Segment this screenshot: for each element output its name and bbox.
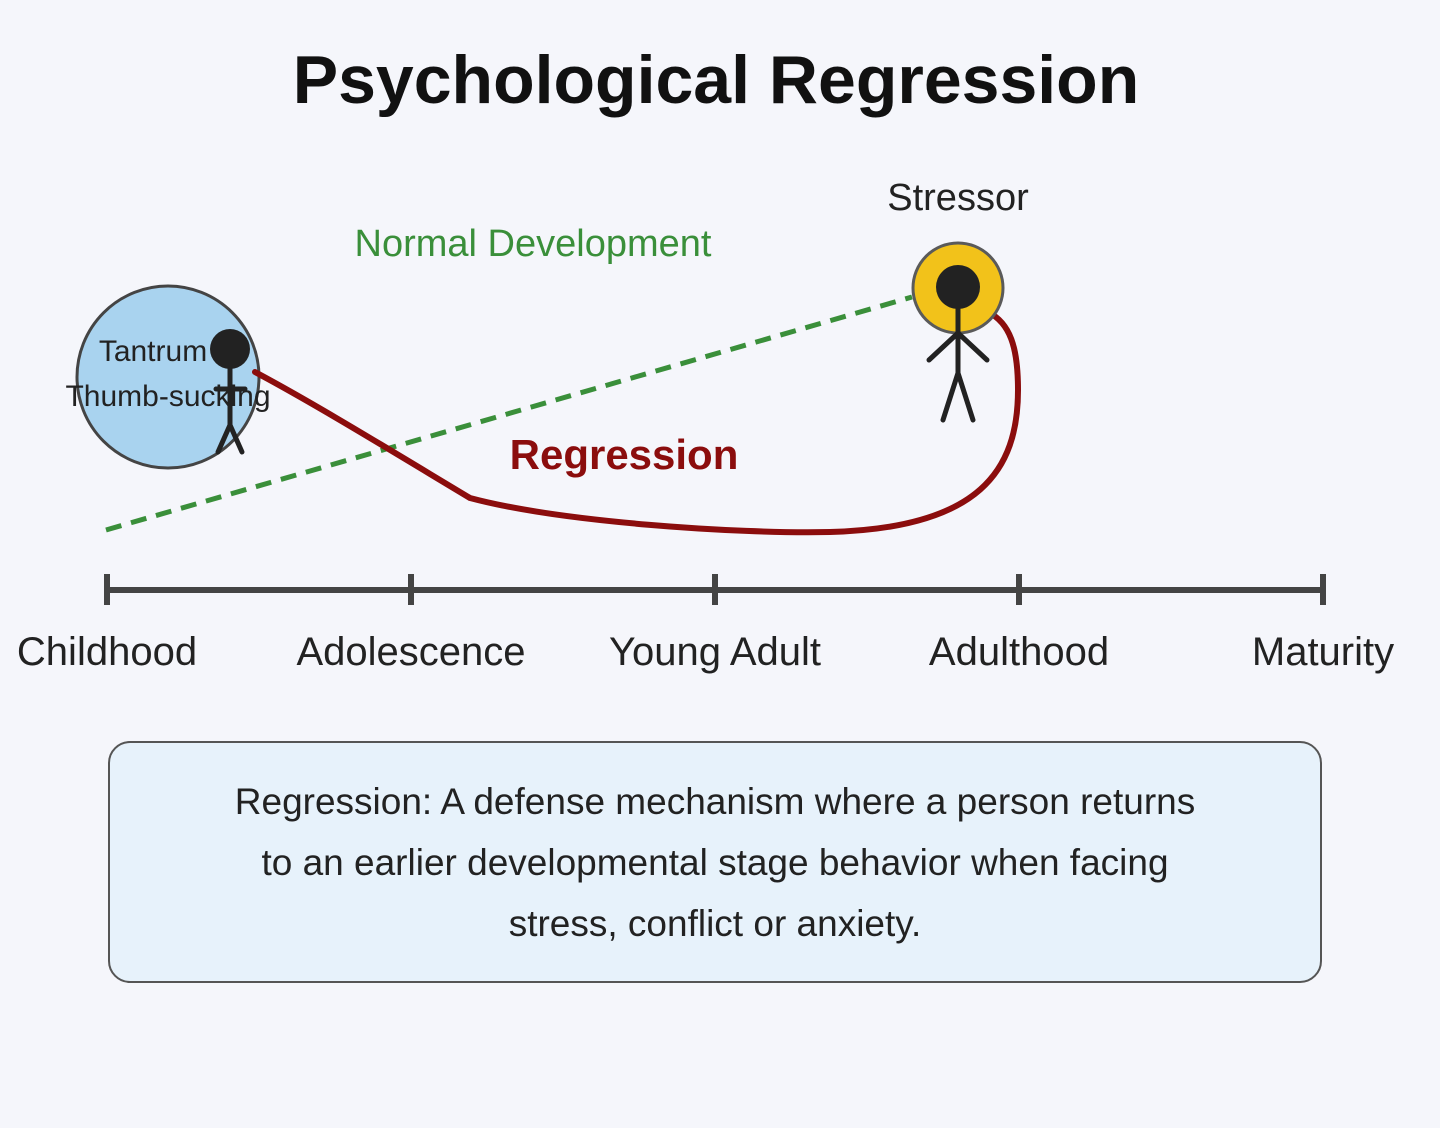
stage-label-young-adult: Young Adult bbox=[609, 630, 821, 674]
definition-text: Regression: A defense mechanism where a … bbox=[234, 780, 1196, 944]
regression-label: Regression bbox=[510, 431, 739, 478]
normal-development-label: Normal Development bbox=[355, 223, 712, 265]
stressor-icon bbox=[911, 241, 1005, 335]
stage-label-adulthood: Adulthood bbox=[929, 630, 1109, 674]
stage-label-adolescence: Adolescence bbox=[296, 630, 525, 674]
development-timeline: Childhood Adolescence Young Adult Adulth… bbox=[17, 574, 1394, 674]
tantrum-label: Tantrum bbox=[99, 335, 207, 368]
adult-stick-figure-icon bbox=[926, 306, 990, 423]
thumb-sucking-label: Thumb-sucking bbox=[65, 380, 270, 413]
child-stick-figure-icon bbox=[210, 329, 250, 455]
normal-development-path bbox=[105, 294, 913, 533]
page-title: Psychological Regression bbox=[293, 42, 1140, 118]
stage-label-maturity: Maturity bbox=[1252, 630, 1394, 674]
stressor-label: Stressor bbox=[887, 177, 1029, 219]
definition-box: Regression: A defense mechanism where a … bbox=[108, 741, 1322, 983]
stage-label-childhood: Childhood bbox=[17, 630, 197, 674]
regression-path bbox=[252, 309, 1021, 536]
